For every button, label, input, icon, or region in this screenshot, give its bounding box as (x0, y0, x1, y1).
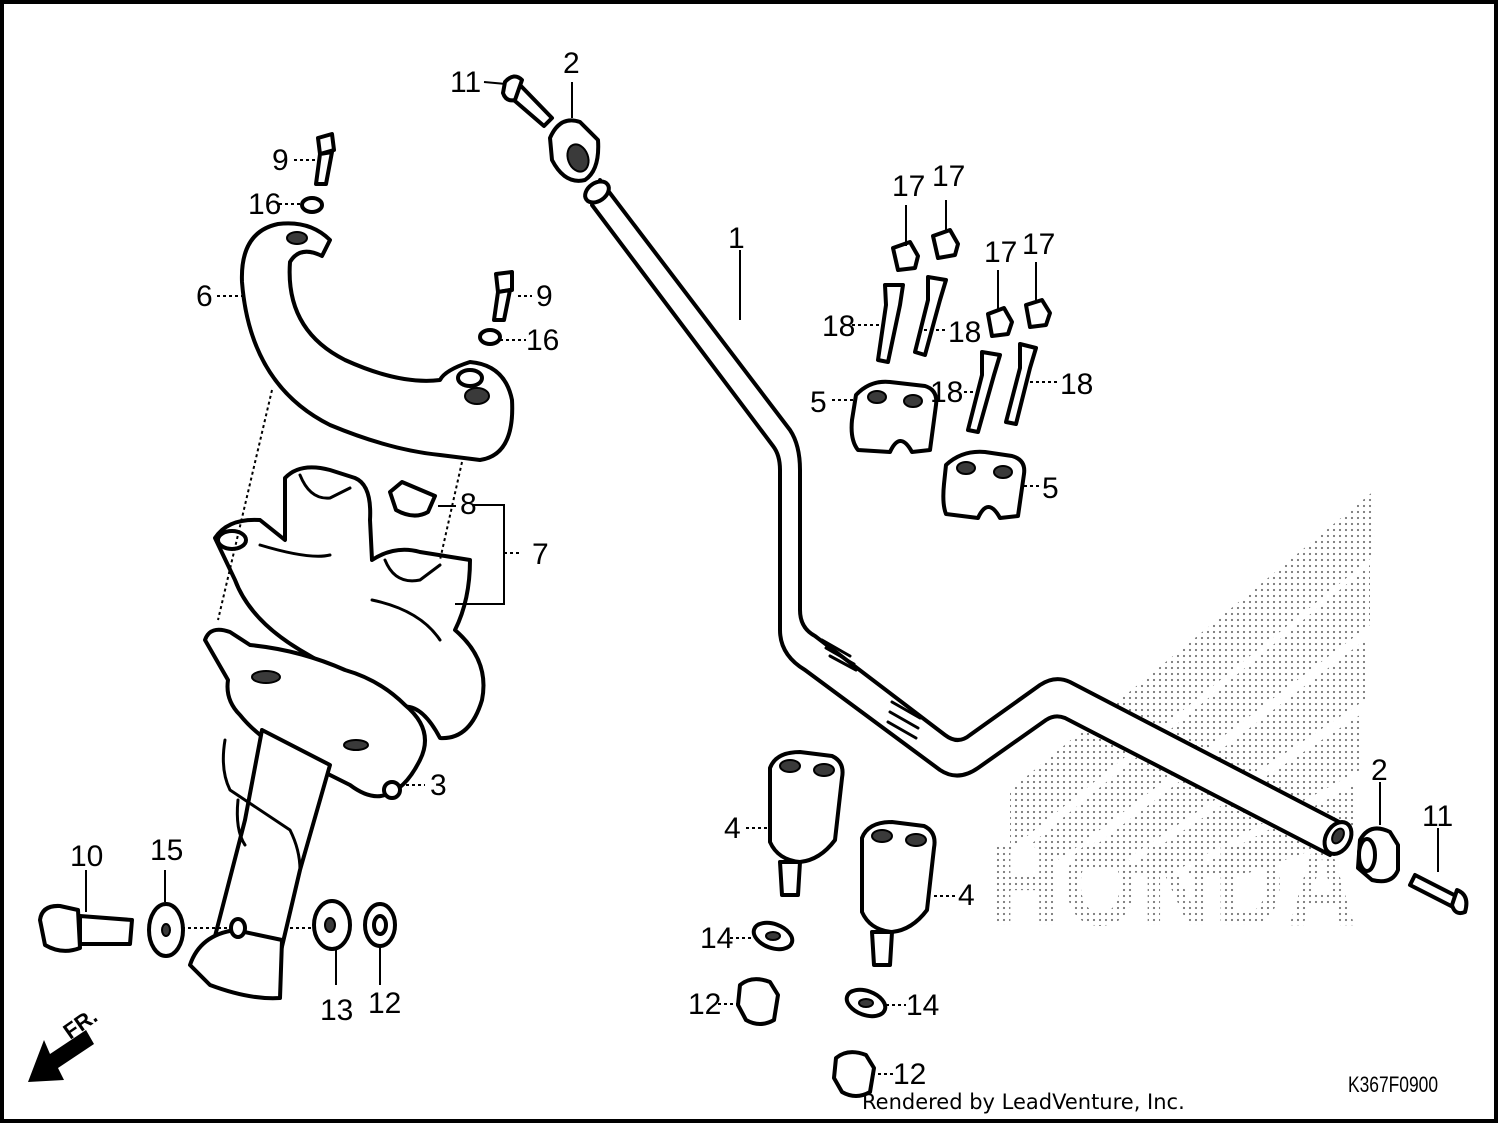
callout-9-mid: 9 (536, 280, 553, 313)
callout-11-left: 11 (450, 66, 481, 99)
callout-4-left: 4 (724, 812, 741, 845)
callout-17-b: 17 (932, 160, 965, 193)
callout-1: 1 (728, 222, 745, 255)
callout-4-right: 4 (958, 879, 975, 912)
handlebar-collar-left[interactable] (548, 118, 601, 183)
callout-9-top: 9 (272, 144, 289, 177)
cap-17-a[interactable] (891, 240, 920, 272)
callout-7: 7 (532, 538, 549, 571)
front-direction-label: FR. (59, 1003, 102, 1044)
render-credit: Rendered by LeadVenture, Inc. (862, 1090, 1185, 1114)
lower-holder-4-right[interactable] (860, 820, 937, 967)
diagram-code: K367F0900 (1348, 1072, 1438, 1097)
callout-6: 6 (196, 280, 213, 313)
nut-12-left[interactable] (363, 902, 397, 948)
callout-16-mid: 16 (526, 324, 559, 357)
bolt-11-left[interactable] (501, 74, 554, 128)
bolt-18-d[interactable] (1004, 342, 1038, 426)
callout-18-d: 18 (1060, 368, 1093, 401)
washer-13[interactable] (312, 899, 352, 951)
cap-17-b[interactable] (931, 228, 960, 260)
callout-3: 3 (430, 769, 447, 802)
callout-13: 13 (320, 994, 353, 1027)
bolt-11-right[interactable] (1408, 873, 1469, 916)
cap-17-c[interactable] (986, 306, 1014, 338)
callout-10: 10 (70, 840, 103, 873)
lower-holder-4-left[interactable] (768, 750, 845, 897)
handlebar-cover-6[interactable] (239, 221, 515, 462)
leader-lines (85, 81, 1439, 1075)
steering-stem-assembly-3[interactable] (188, 627, 427, 1001)
clip-8[interactable] (388, 480, 437, 518)
callout-17-c: 17 (984, 236, 1017, 269)
callout-labels: 1 2 2 3 4 4 5 5 6 7 8 9 9 10 11 11 12 12… (70, 47, 1453, 1091)
upper-holder-5-top[interactable] (849, 379, 939, 454)
callout-14-left: 14 (700, 922, 733, 955)
callout-8: 8 (460, 488, 477, 521)
callout-2-left: 2 (563, 47, 580, 80)
callout-12-left: 12 (368, 987, 401, 1020)
screw-9-top[interactable] (314, 132, 336, 186)
front-direction-indicator: FR. (28, 1003, 102, 1082)
callout-18-a: 18 (822, 310, 855, 343)
nut-12-mid[interactable] (736, 977, 780, 1026)
bolt-18-c[interactable] (966, 350, 1002, 434)
callout-12-mid: 12 (688, 988, 721, 1021)
washer-14-right[interactable] (843, 985, 889, 1021)
callout-16-top: 16 (248, 188, 281, 221)
washer-16-top[interactable] (300, 196, 324, 214)
bolt-18-b[interactable] (913, 275, 948, 357)
upper-holder-5-bottom[interactable] (941, 449, 1027, 520)
callout-2-right: 2 (1371, 754, 1388, 787)
bolt-18-a[interactable] (876, 283, 905, 364)
callout-5-top: 5 (810, 386, 827, 419)
callout-12-bottom: 12 (893, 1058, 926, 1091)
handlebar-collar-right[interactable] (1356, 826, 1400, 884)
callout-18-b: 18 (948, 316, 981, 349)
nut-12-bottom[interactable] (832, 1050, 876, 1098)
washer-16-mid[interactable] (478, 328, 502, 346)
honda-watermark-text: HONDA (990, 819, 1360, 951)
callout-15: 15 (150, 834, 183, 867)
callout-18-c: 18 (930, 376, 963, 409)
bolt-10[interactable] (38, 903, 134, 953)
callout-14-right: 14 (906, 989, 939, 1022)
callout-17-a: 17 (892, 170, 925, 203)
cap-17-d[interactable] (1024, 298, 1052, 329)
washer-14-left[interactable] (750, 918, 796, 954)
handlebar[interactable] (581, 177, 1357, 859)
callout-11-right: 11 (1422, 800, 1453, 833)
callout-17-d: 17 (1022, 228, 1055, 261)
screw-9-mid[interactable] (492, 270, 514, 322)
callout-5-bottom: 5 (1042, 472, 1059, 505)
front-arrow-icon (28, 1030, 94, 1082)
washer-15[interactable] (147, 902, 185, 958)
